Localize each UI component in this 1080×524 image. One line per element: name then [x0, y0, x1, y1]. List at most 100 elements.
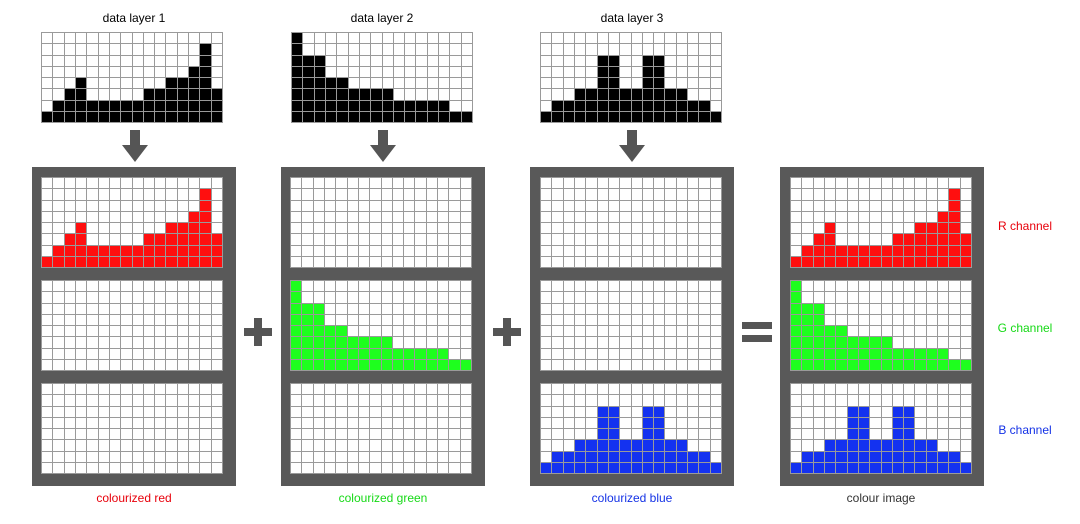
grid-cell: [143, 178, 156, 190]
grid-cell: [121, 66, 133, 78]
grid-cell: [449, 417, 461, 429]
grid-cell: [42, 395, 54, 407]
grid-cell: [177, 189, 190, 201]
grid-cell: [949, 462, 961, 474]
grid-cell: [620, 33, 632, 45]
grid-cell: [552, 451, 564, 463]
grid-cell: [710, 44, 722, 56]
grid-cell: [381, 200, 393, 212]
grid-cell: [552, 303, 564, 315]
grid-cell: [121, 200, 133, 212]
grid-cell: [371, 78, 383, 90]
grid-cell: [802, 417, 814, 429]
grid-cell: [347, 440, 359, 452]
grid-cell: [166, 314, 178, 326]
grid-cell: [426, 292, 439, 304]
grid-cell: [813, 395, 825, 407]
grid-cell: [42, 245, 54, 257]
grid-cell: [291, 395, 303, 407]
green-panel-r-grid: [290, 177, 472, 268]
grid-cell: [87, 78, 99, 90]
grid-cell: [324, 395, 337, 407]
grid-cell: [620, 326, 632, 338]
grid-cell: [552, 245, 564, 257]
grid-cell: [960, 384, 972, 396]
grid-cell: [960, 348, 972, 360]
grid-cell: [109, 100, 122, 112]
grid-cell: [393, 89, 406, 101]
grid-cell: [177, 100, 190, 112]
grid-cell: [460, 234, 472, 246]
grid-cell: [314, 55, 326, 67]
grid-cell: [665, 78, 677, 90]
grid-cell: [608, 406, 621, 418]
grid-cell: [926, 462, 939, 474]
data-layer-1-label: data layer 1: [102, 11, 166, 25]
grid-cell: [791, 245, 803, 257]
grid-cell: [382, 55, 394, 67]
grid-cell: [574, 384, 587, 396]
colourized-red-caption: colourized red: [96, 491, 172, 505]
grid-cell: [121, 234, 133, 246]
grid-cell: [960, 417, 972, 429]
grid-cell: [336, 406, 348, 418]
grid-cell: [415, 281, 427, 293]
grid-cell: [552, 462, 564, 474]
grid-cell: [132, 292, 144, 304]
grid-cell: [64, 211, 76, 223]
grid-cell: [302, 348, 314, 360]
grid-cell: [597, 178, 609, 190]
grid-cell: [426, 314, 439, 326]
grid-cell: [87, 337, 99, 349]
grid-cell: [620, 395, 632, 407]
grid-cell: [574, 111, 587, 123]
grid-cell: [132, 44, 144, 56]
grid-cell: [654, 78, 666, 90]
grid-cell: [620, 359, 632, 371]
grid-cell: [881, 178, 893, 190]
grid-cell: [427, 44, 440, 56]
grid-cell: [132, 55, 144, 67]
grid-cell: [791, 359, 803, 371]
grid-cell: [552, 395, 564, 407]
grid-cell: [904, 384, 916, 396]
grid-cell: [541, 281, 553, 293]
green-panel-g-grid: [290, 280, 472, 371]
grid-cell: [121, 189, 133, 201]
grid-cell: [392, 178, 405, 190]
grid-cell: [892, 429, 905, 441]
grid-cell: [325, 55, 338, 67]
grid-cell: [98, 78, 110, 90]
grid-cell: [892, 303, 905, 315]
grid-cell: [381, 178, 393, 190]
grid-cell: [42, 406, 54, 418]
grid-cell: [42, 223, 54, 235]
grid-cell: [336, 200, 348, 212]
grid-cell: [631, 100, 643, 112]
grid-cell: [449, 384, 461, 396]
grid-cell: [121, 55, 133, 67]
grid-cell: [211, 256, 223, 268]
grid-cell: [370, 337, 382, 349]
grid-cell: [75, 256, 88, 268]
grid-cell: [200, 348, 212, 360]
grid-cell: [710, 78, 722, 90]
grid-cell: [699, 55, 711, 67]
grid-cell: [836, 234, 848, 246]
grid-cell: [688, 44, 700, 56]
grid-cell: [563, 189, 575, 201]
grid-cell: [802, 256, 814, 268]
grid-cell: [676, 281, 689, 293]
grid-cell: [427, 78, 440, 90]
grid-cell: [189, 178, 201, 190]
grid-cell: [75, 292, 88, 304]
grid-cell: [552, 292, 564, 304]
grid-cell: [949, 189, 961, 201]
grid-cell: [938, 440, 950, 452]
grid-cell: [802, 314, 814, 326]
grid-cell: [381, 326, 393, 338]
grid-cell: [858, 281, 871, 293]
grid-cell: [938, 337, 950, 349]
grid-cell: [302, 303, 314, 315]
grid-cell: [847, 189, 859, 201]
